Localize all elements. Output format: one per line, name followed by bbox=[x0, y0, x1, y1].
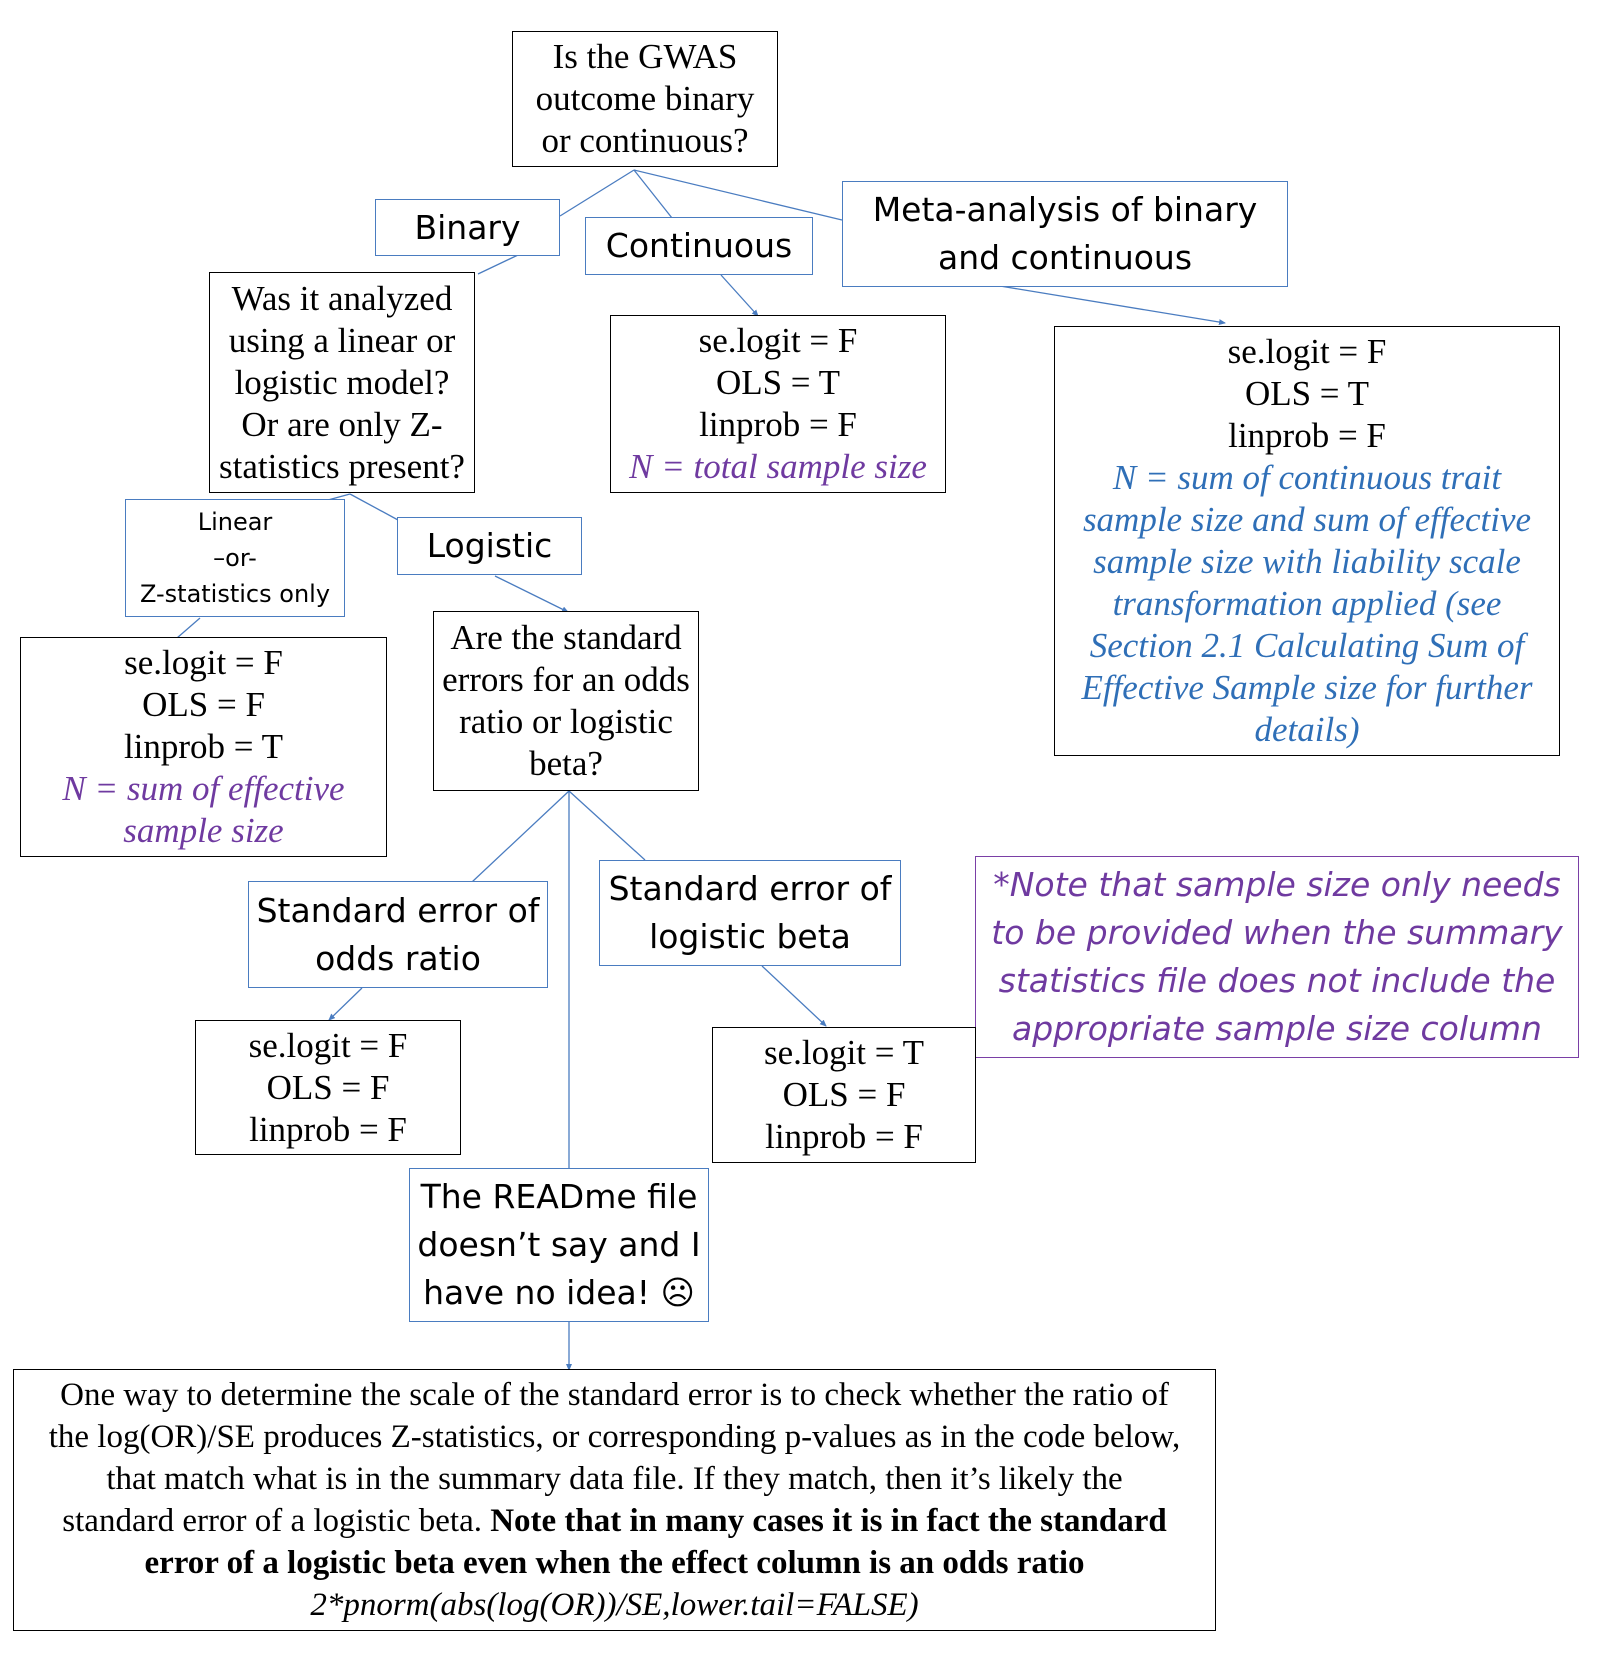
side-note-line: appropriate sample size column bbox=[1012, 1009, 1542, 1048]
result-line: se.logit = F bbox=[124, 643, 283, 682]
meta-result-box: se.logit = F OLS = T linprob = F N = sum… bbox=[1054, 326, 1560, 756]
logistic-question-line: ratio or logistic bbox=[459, 702, 673, 741]
logistic-question-box: Are the standard errors for an odds rati… bbox=[433, 611, 699, 791]
root-question-line: or continuous? bbox=[541, 121, 749, 160]
bottom-text-line: that match what is in the summary data f… bbox=[106, 1461, 1123, 1497]
connector-logistic-beta bbox=[568, 790, 646, 861]
bottom-code-line: 2*pnorm(abs(log(OR))/SE,lower.tail=FALSE… bbox=[310, 1587, 919, 1623]
branch-meta-label: Meta-analysis of binary bbox=[872, 190, 1258, 229]
branch-beta-box: Standard error of logistic beta bbox=[599, 860, 901, 966]
result-line: linprob = F bbox=[699, 405, 857, 444]
result-line: OLS = T bbox=[715, 363, 841, 402]
bottom-text-line: the log(OR)/SE produces Z-statistics, or… bbox=[48, 1419, 1181, 1455]
bottom-text-line: One way to determine the scale of the st… bbox=[60, 1377, 1169, 1413]
result-note: N = sum of continuous trait bbox=[1112, 458, 1502, 497]
logistic-question-line: beta? bbox=[529, 744, 603, 783]
result-note: transformation applied (see bbox=[1112, 584, 1502, 623]
root-question-line: Is the GWAS bbox=[552, 37, 738, 76]
result-note: details) bbox=[1254, 710, 1360, 749]
branch-linear-label: –or- bbox=[213, 544, 257, 572]
binary-question-line: Or are only Z- bbox=[241, 404, 443, 444]
branch-unknown-box: The READme file doesn’t say and I have n… bbox=[409, 1168, 709, 1322]
result-note: sample size bbox=[123, 811, 284, 850]
binary-question-box: Was it analyzed using a linear or logist… bbox=[209, 272, 475, 493]
connector-binary-question bbox=[477, 254, 519, 275]
branch-continuous-box: Continuous bbox=[585, 217, 813, 275]
bottom-text-plain: standard error of a logistic beta. bbox=[62, 1503, 482, 1539]
connector-logistic-question bbox=[494, 575, 569, 613]
connector-root-continuous bbox=[633, 169, 673, 219]
branch-unknown-label: have no idea! ☹ bbox=[423, 1273, 695, 1312]
result-note: Effective Sample size for further bbox=[1081, 668, 1533, 707]
bottom-text-bold-line: error of a logistic beta even when the e… bbox=[144, 1545, 1085, 1581]
result-line: OLS = F bbox=[266, 1067, 390, 1107]
branch-continuous-label: Continuous bbox=[605, 226, 793, 265]
branch-beta-label: logistic beta bbox=[649, 917, 851, 956]
connector-root-binary bbox=[559, 169, 635, 217]
side-note-line: *Note that sample size only needs bbox=[993, 865, 1561, 904]
logistic-question-line: Are the standard bbox=[450, 618, 682, 657]
connector-or-result bbox=[328, 987, 363, 1021]
bottom-text-line: standard error of a logistic beta. Note … bbox=[62, 1500, 1166, 1542]
connector-logistic-or bbox=[471, 790, 570, 883]
result-note: sample size and sum of effective bbox=[1082, 500, 1532, 539]
binary-question-line: Was it analyzed bbox=[231, 278, 453, 318]
connector-meta-result bbox=[999, 285, 1226, 325]
branch-meta-label: and continuous bbox=[937, 238, 1193, 277]
linear-result-box: se.logit = F OLS = F linprob = T N = sum… bbox=[20, 637, 387, 857]
branch-binary-box: Binary bbox=[375, 199, 560, 256]
branch-or-label: Standard error of bbox=[256, 890, 540, 930]
branch-linear-box: Linear –or- Z-statistics only bbox=[125, 499, 345, 617]
result-note: Section 2.1 Calculating Sum of bbox=[1089, 626, 1525, 665]
result-line: linprob = F bbox=[765, 1117, 923, 1156]
branch-or-label: odds ratio bbox=[315, 938, 481, 978]
branch-beta-label: Standard error of bbox=[608, 869, 892, 908]
result-note: sample size with liability scale bbox=[1093, 542, 1521, 581]
branch-logistic-box: Logistic bbox=[397, 517, 582, 575]
connector-continuous-result bbox=[720, 274, 759, 317]
result-note: N = sum of effective bbox=[62, 769, 345, 808]
or-result-box: se.logit = F OLS = F linprob = F bbox=[195, 1020, 461, 1155]
binary-question-line: logistic model? bbox=[234, 362, 450, 402]
side-note-line: to be provided when the summary bbox=[991, 913, 1563, 952]
binary-question-line: using a linear or bbox=[228, 320, 456, 360]
branch-linear-label: Linear bbox=[197, 508, 273, 536]
result-line: OLS = T bbox=[1244, 374, 1370, 413]
connector-linear-result bbox=[176, 617, 201, 639]
logistic-question-line: errors for an odds bbox=[442, 660, 690, 699]
root-question-box: Is the GWAS outcome binary or continuous… bbox=[512, 31, 778, 167]
result-line: se.logit = T bbox=[763, 1033, 925, 1072]
continuous-result-box: se.logit = F OLS = T linprob = F N = tot… bbox=[610, 315, 946, 493]
result-line: linprob = T bbox=[123, 727, 284, 766]
result-line: se.logit = F bbox=[698, 321, 858, 360]
result-line: se.logit = F bbox=[248, 1025, 408, 1065]
connector-root-meta bbox=[633, 169, 843, 221]
bottom-explanation-box: One way to determine the scale of the st… bbox=[13, 1369, 1216, 1631]
result-line: OLS = F bbox=[782, 1075, 906, 1114]
connector-beta-result bbox=[761, 965, 827, 1027]
branch-meta-box: Meta-analysis of binary and continuous bbox=[842, 181, 1288, 287]
result-line: linprob = F bbox=[249, 1109, 407, 1149]
side-note-line: statistics file does not include the bbox=[998, 961, 1556, 1000]
branch-logistic-label: Logistic bbox=[426, 526, 553, 565]
result-line: OLS = F bbox=[142, 685, 265, 724]
connector-question-logistic bbox=[349, 493, 399, 521]
side-note-box: *Note that sample size only needs to be … bbox=[975, 856, 1579, 1058]
bottom-text-bold: Note that in many cases it is in fact th… bbox=[490, 1503, 1167, 1539]
beta-result-box: se.logit = T OLS = F linprob = F bbox=[712, 1027, 976, 1163]
result-line: se.logit = F bbox=[1227, 332, 1387, 371]
branch-or-box: Standard error of odds ratio bbox=[248, 881, 548, 988]
branch-unknown-label: The READme file bbox=[420, 1177, 698, 1216]
result-line: linprob = F bbox=[1228, 416, 1386, 455]
branch-linear-label: Z-statistics only bbox=[139, 580, 331, 608]
root-question-line: outcome binary bbox=[535, 79, 755, 118]
branch-binary-label: Binary bbox=[414, 207, 521, 247]
branch-unknown-label: doesn’t say and I bbox=[417, 1225, 701, 1264]
result-note: N = total sample size bbox=[629, 447, 927, 486]
binary-question-line: statistics present? bbox=[219, 446, 465, 486]
